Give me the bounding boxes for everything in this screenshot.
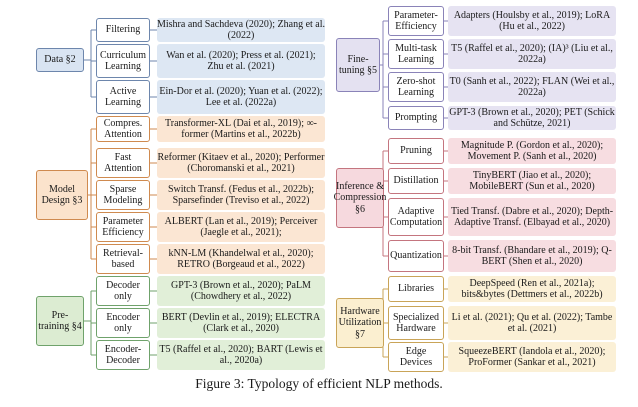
subcategory-model-2: Sparse Modeling bbox=[96, 180, 150, 210]
leaf-finetune-1: T5 (Raffel et al., 2020); (IA)³ (Liu et … bbox=[448, 39, 616, 69]
subcategory-inference-2: Adaptive Computation bbox=[388, 198, 444, 236]
leaf-hardware-2: SqueezeBERT (Iandola et al., 2020); ProF… bbox=[448, 342, 616, 372]
leaf-finetune-3: GPT-3 (Brown et al., 2020); PET (Schick … bbox=[448, 106, 616, 130]
subcategory-data-2: Active Learning bbox=[96, 80, 150, 114]
subcategory-model-4: Retrieval-based bbox=[96, 244, 150, 274]
subcategory-inference-0: Pruning bbox=[388, 138, 444, 164]
subcategory-finetune-2: Zero-shot Learning bbox=[388, 72, 444, 102]
subcategory-model-0: Compres. Attention bbox=[96, 116, 150, 142]
category-finetune: Fine-tuning §5 bbox=[336, 38, 380, 92]
leaf-model-2: Switch Transf. (Fedus et al., 2022b); Sp… bbox=[157, 180, 325, 210]
leaf-inference-2: Tied Transf. (Dabre et al., 2020); Depth… bbox=[448, 198, 616, 236]
subcategory-hardware-1: Specialized Hardware bbox=[388, 306, 444, 340]
subcategory-pretrain-1: Encoder only bbox=[96, 308, 150, 338]
subcategory-finetune-0: Parameter-Efficiency bbox=[388, 6, 444, 36]
category-hardware: Hardware Utilization §7 bbox=[336, 298, 384, 348]
figure-caption: Figure 3: Typology of efficient NLP meth… bbox=[195, 376, 443, 391]
leaf-model-1: Reformer (Kitaev et al., 2020); Performe… bbox=[157, 148, 325, 178]
subcategory-finetune-3: Prompting bbox=[388, 106, 444, 130]
leaf-model-3: ALBERT (Lan et al., 2019); Perceiver (Ja… bbox=[157, 212, 325, 242]
leaf-inference-0: Magnitude P. (Gordon et al., 2020); Move… bbox=[448, 138, 616, 164]
leaf-inference-1: TinyBERT (Jiao et al., 2020); MobileBERT… bbox=[448, 168, 616, 194]
subcategory-pretrain-2: Encoder-Decoder bbox=[96, 340, 150, 370]
subcategory-inference-1: Distillation bbox=[388, 168, 444, 194]
leaf-finetune-2: T0 (Sanh et al., 2022); FLAN (Wei et al.… bbox=[448, 72, 616, 102]
leaf-pretrain-2: T5 (Raffel et al., 2020); BART (Lewis et… bbox=[157, 340, 325, 370]
leaf-inference-3: 8-bit Transf. (Bhandare et al., 2019); Q… bbox=[448, 240, 616, 272]
leaf-model-4: kNN-LM (Khandelwal et al., 2020); RETRO … bbox=[157, 244, 325, 274]
leaf-data-2: Ein-Dor et al. (2020); Yuan et al. (2022… bbox=[157, 80, 325, 114]
subcategory-model-1: Fast Attention bbox=[96, 148, 150, 178]
leaf-data-1: Wan et al. (2020); Press et al. (2021); … bbox=[157, 44, 325, 78]
category-model: Model Design §3 bbox=[36, 170, 88, 220]
leaf-hardware-0: DeepSpeed (Ren et al., 2021a); bits&byte… bbox=[448, 276, 616, 302]
subcategory-model-3: Parameter Efficiency bbox=[96, 212, 150, 242]
subcategory-data-1: Curriculum Learning bbox=[96, 44, 150, 78]
subcategory-hardware-2: Edge Devices bbox=[388, 342, 444, 372]
leaf-model-0: Transformer-XL (Dai et al., 2019); ∞-for… bbox=[157, 116, 325, 142]
leaf-finetune-0: Adapters (Houlsby et al., 2019); LoRA (H… bbox=[448, 6, 616, 36]
category-inference: Inference & Compression §6 bbox=[334, 168, 386, 228]
leaf-pretrain-0: GPT-3 (Brown et al., 2020); PaLM (Chowdh… bbox=[157, 276, 325, 306]
subcategory-hardware-0: Libraries bbox=[388, 276, 444, 302]
leaf-hardware-1: Li et al. (2021); Qu et al. (2022); Tamb… bbox=[448, 306, 616, 340]
leaf-data-0: Mishra and Sachdeva (2020); Zhang et al.… bbox=[157, 18, 326, 42]
subcategory-data-0: Filtering bbox=[96, 18, 150, 42]
category-pretrain: Pre-training §4 bbox=[36, 296, 84, 346]
subcategory-pretrain-0: Decoder only bbox=[96, 276, 150, 306]
subcategory-inference-3: Quantization bbox=[388, 240, 444, 272]
subcategory-finetune-1: Multi-task Learning bbox=[388, 39, 444, 69]
category-data: Data §2 bbox=[36, 48, 84, 72]
leaf-pretrain-1: BERT (Devlin et al., 2019); ELECTRA (Cla… bbox=[157, 308, 325, 338]
